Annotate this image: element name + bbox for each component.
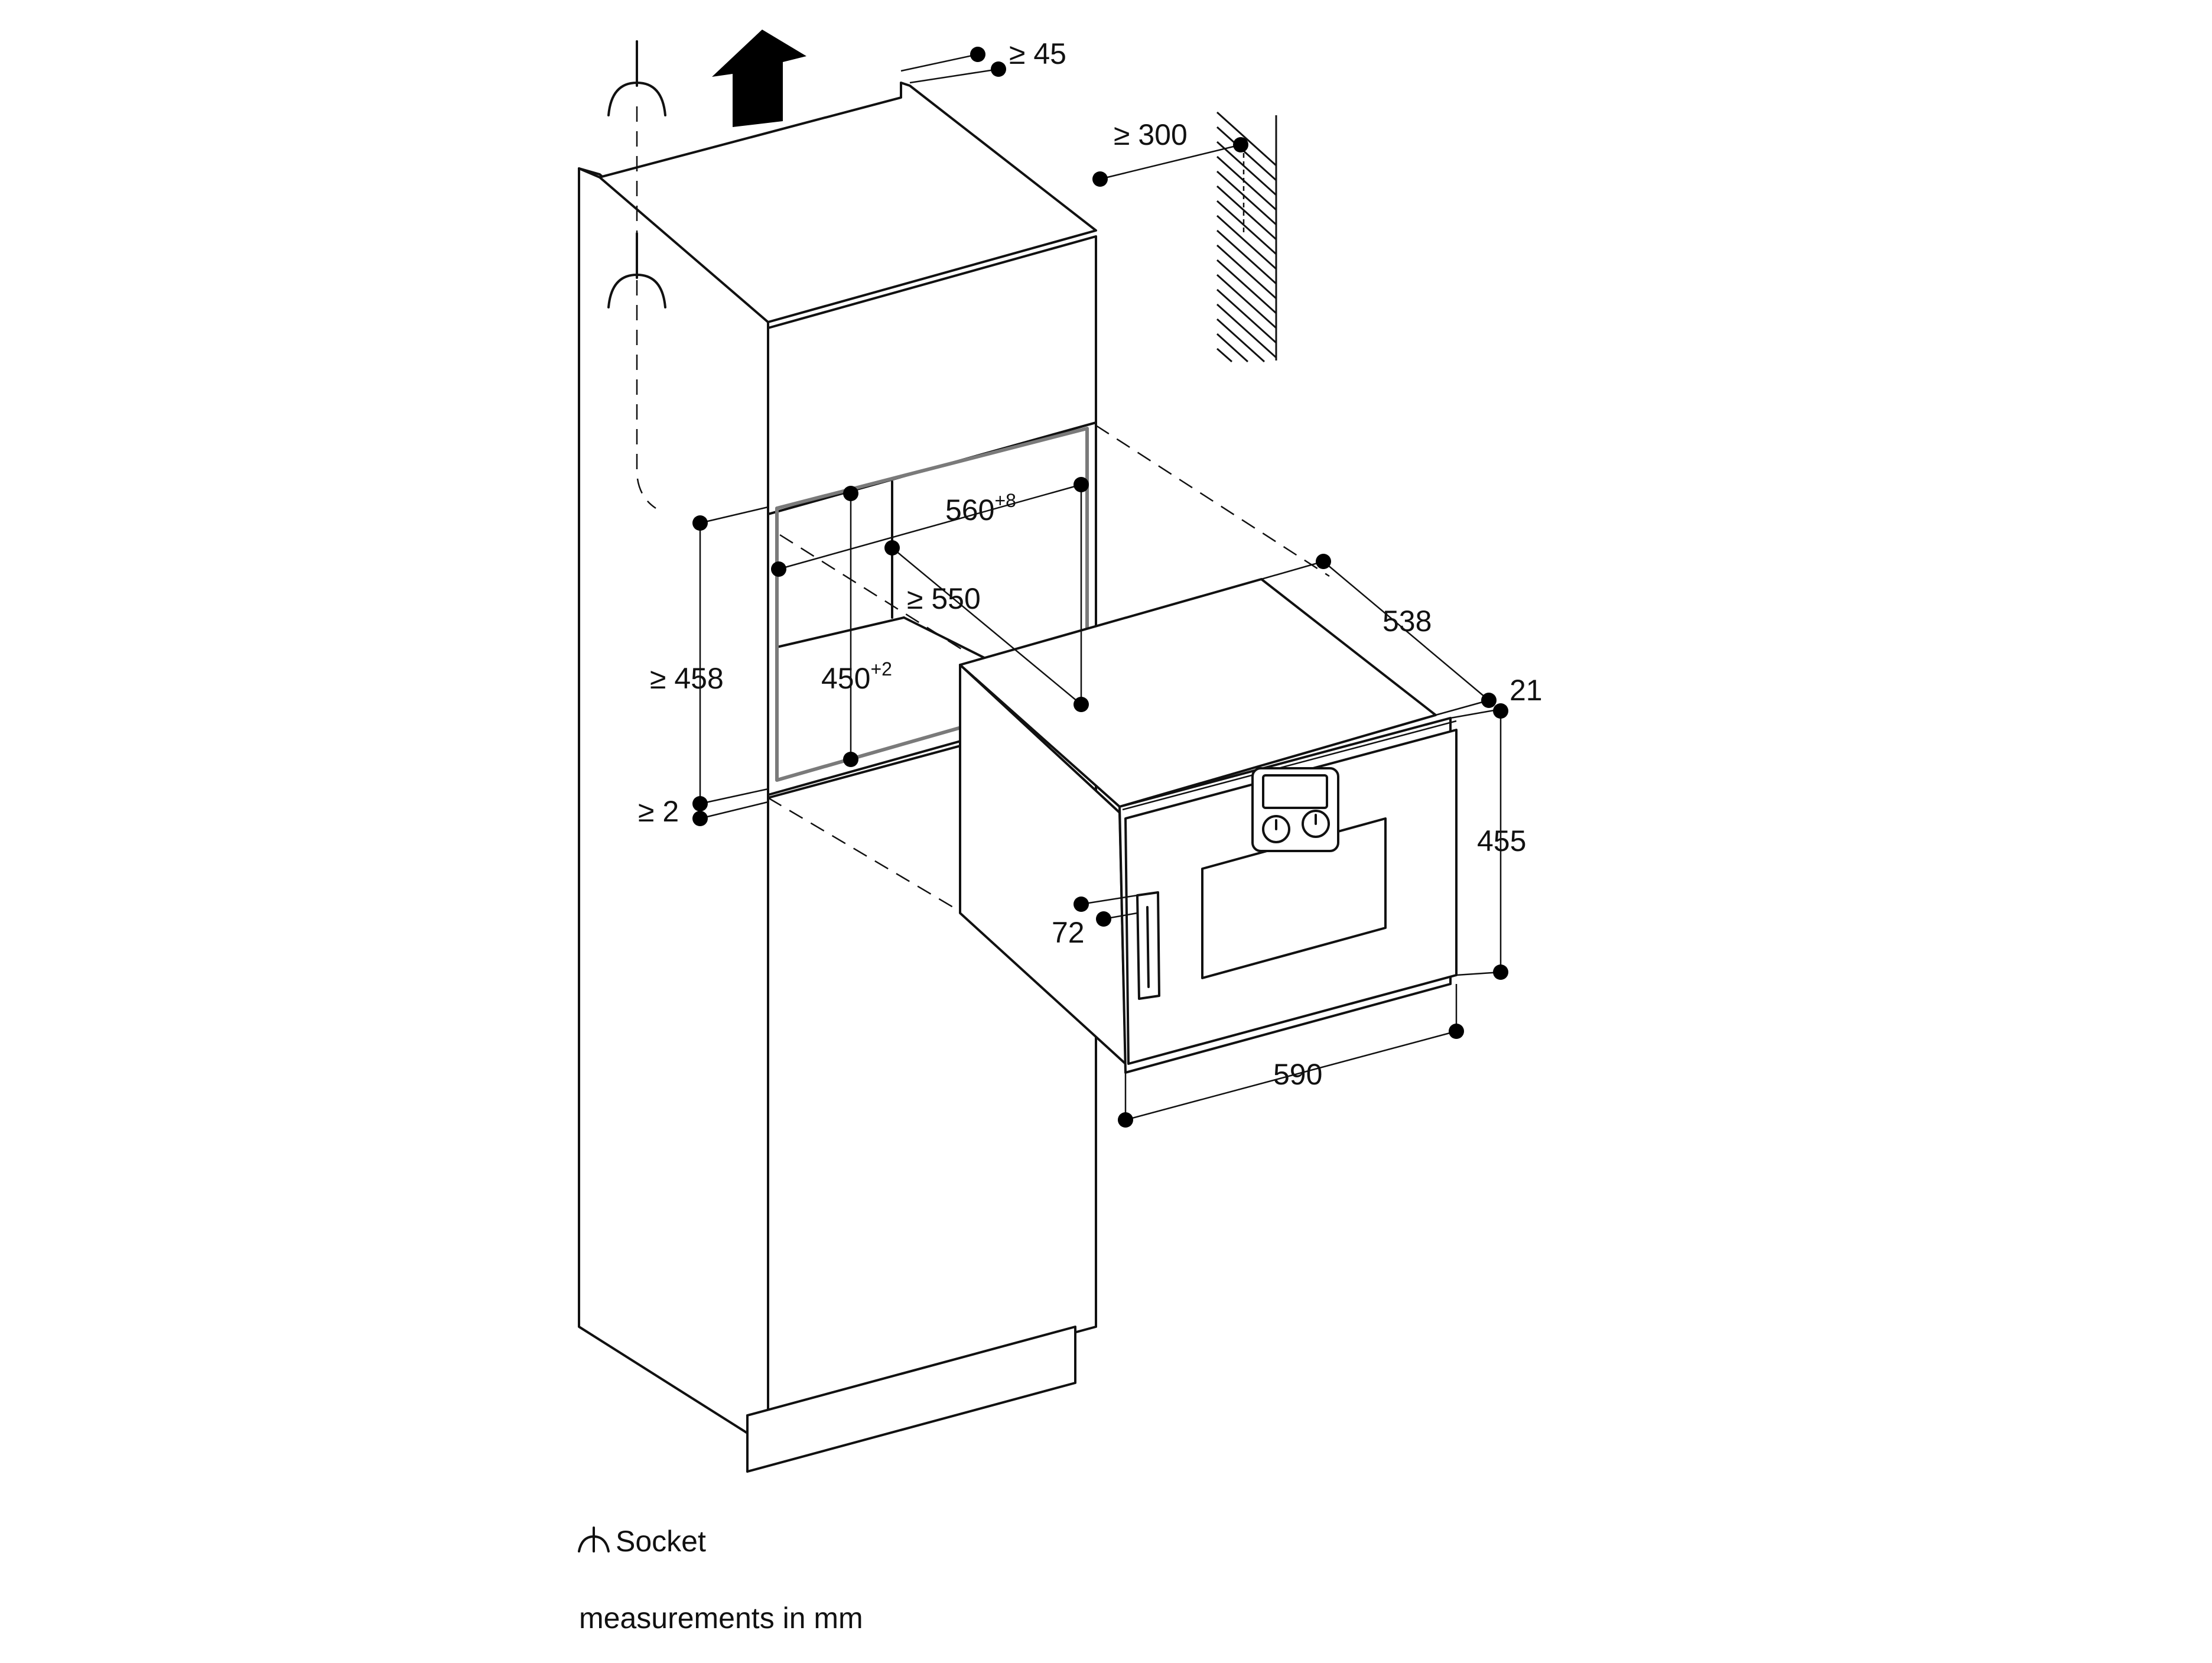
control-panel xyxy=(1251,767,1339,852)
label-niche-height: 450+2 xyxy=(821,658,892,695)
label-top-gap: ≥ 45 xyxy=(1009,37,1066,70)
label-niche-height-min: ≥ 458 xyxy=(650,662,724,695)
label-appliance-depth: 538 xyxy=(1382,605,1432,638)
door-top-edge xyxy=(1122,720,1457,811)
dimension-lines xyxy=(699,53,1502,1121)
wall-hatch-icon xyxy=(1216,111,1277,363)
upward-arrow-icon xyxy=(712,30,806,127)
label-niche-depth: ≥ 550 xyxy=(907,582,981,615)
units-note: measurements in mm xyxy=(579,1602,863,1635)
dimension-dots xyxy=(692,47,1508,1128)
label-bottom-gap: ≥ 2 xyxy=(638,795,679,828)
label-handle-offset: 72 xyxy=(1052,916,1085,949)
label-rear-clearance: ≥ 300 xyxy=(1114,118,1188,151)
appliance xyxy=(959,578,1458,1074)
socket-icon xyxy=(607,40,666,116)
display-window xyxy=(1262,774,1328,809)
label-front-thickness: 21 xyxy=(1510,674,1543,707)
label-appliance-height: 455 xyxy=(1477,824,1526,858)
niche-floor-edge xyxy=(776,616,905,648)
cabinet-top xyxy=(578,82,1097,323)
label-niche-width: 560+8 xyxy=(945,490,1016,527)
legend: Socket measurements in mm xyxy=(578,1525,863,1635)
cable-route xyxy=(636,106,656,509)
left-dial-icon xyxy=(1262,815,1290,843)
legend-socket-label: Socket xyxy=(616,1525,706,1558)
socket-icon xyxy=(607,232,666,308)
label-appliance-width: 590 xyxy=(1273,1058,1322,1091)
socket-icon xyxy=(578,1526,610,1552)
socket-routing xyxy=(607,40,666,509)
right-dial-icon xyxy=(1302,810,1330,838)
